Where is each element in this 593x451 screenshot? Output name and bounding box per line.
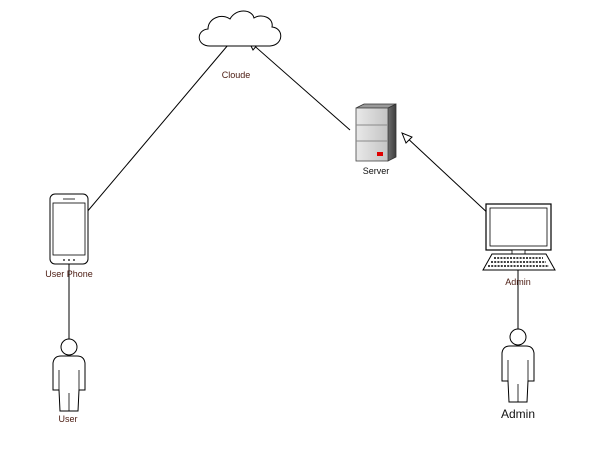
server-label: Server [362, 166, 390, 176]
workstation-label: Admin [505, 277, 531, 287]
cloud-icon[interactable] [198, 10, 282, 47]
admin-person-label: Admin [500, 407, 536, 421]
edge-phone-to-cloud [69, 28, 242, 233]
phone-label: User Phone [45, 269, 93, 279]
cloud-label: Cloude [221, 70, 251, 80]
desktop-computer-icon[interactable] [482, 203, 556, 271]
server-icon[interactable] [355, 103, 397, 162]
edge-server-to-cloud [246, 39, 351, 131]
user-person-icon[interactable] [52, 338, 86, 412]
admin-person-icon[interactable] [501, 328, 535, 403]
arrowhead-icon [401, 132, 413, 144]
user-label: User [58, 414, 78, 424]
smartphone-icon[interactable] [49, 193, 89, 265]
server-led-icon [377, 152, 383, 156]
